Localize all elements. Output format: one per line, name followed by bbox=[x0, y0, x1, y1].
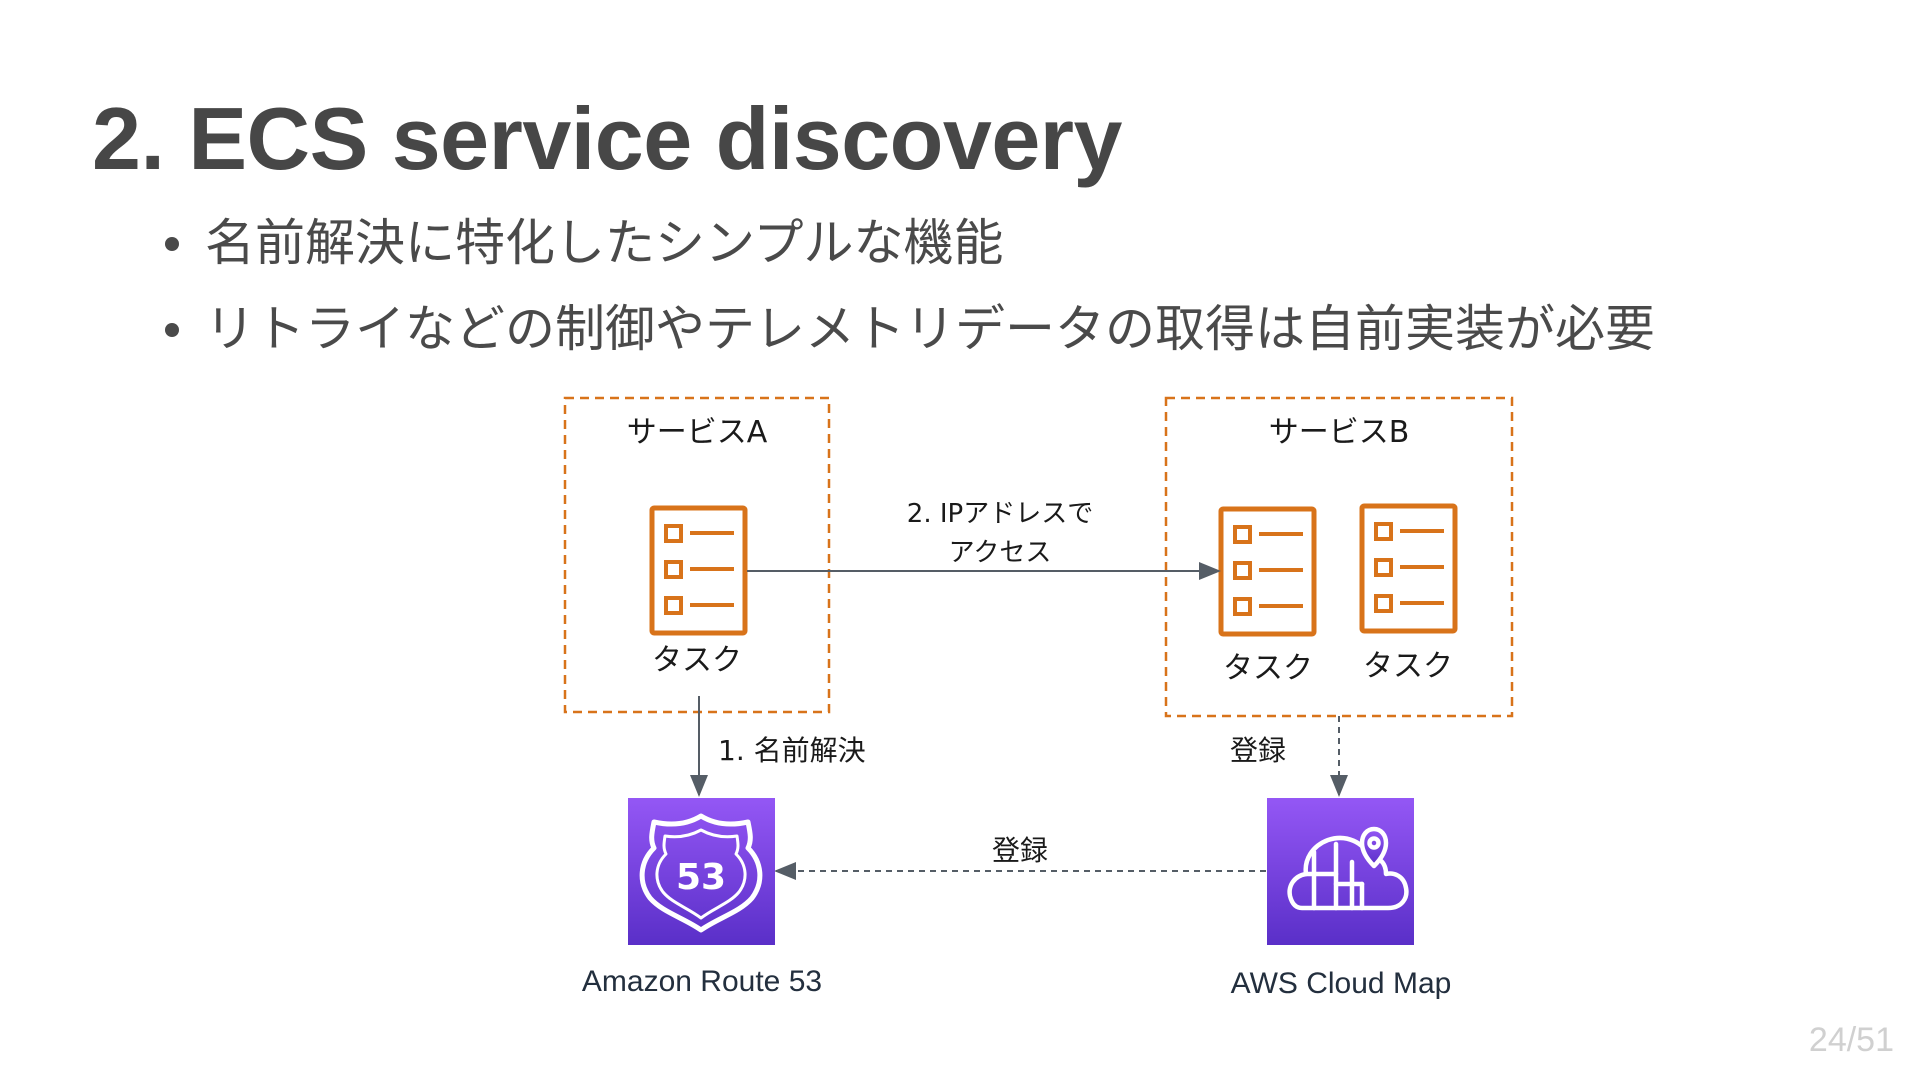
cloudmap-node: AWS Cloud Map bbox=[1231, 798, 1452, 1000]
route53-shield-icon: 53 bbox=[639, 813, 763, 933]
bullet-item: 名前解決に特化したシンプルな機能 bbox=[160, 210, 1655, 296]
task-label: タスク bbox=[1363, 649, 1453, 684]
service-a-group: サービスA タスク bbox=[563, 396, 831, 714]
bullet-text: 名前解決に特化したシンプルな機能 bbox=[205, 214, 1004, 272]
cloud-map-icon bbox=[1287, 826, 1409, 911]
access-label-line2: アクセス bbox=[949, 538, 1052, 568]
edge-register-route53: 登録 bbox=[774, 834, 1266, 880]
access-label-line1: 2. IPアドレスで bbox=[907, 499, 1093, 529]
task-icon bbox=[1359, 503, 1458, 634]
register-route53-label: 登録 bbox=[992, 834, 1048, 867]
service-b-group: サービスB タスク タスク bbox=[1164, 396, 1514, 718]
bullet-list: 名前解決に特化したシンプルな機能 リトライなどの制御やテレメトリデータの取得は自… bbox=[160, 210, 1655, 382]
bullet-text: リトライなどの制御やテレメトリデータの取得は自前実装が必要 bbox=[205, 300, 1655, 358]
service-b-boundary bbox=[1164, 396, 1514, 718]
resolve-label: 1. 名前解決 bbox=[718, 734, 866, 767]
task-icon bbox=[1218, 506, 1317, 637]
service-a-boundary bbox=[563, 396, 831, 714]
page-number: 24/51 bbox=[1808, 1021, 1894, 1059]
route53-node: 53 Amazon Route 53 bbox=[582, 798, 822, 998]
bullet-item: リトライなどの制御やテレメトリデータの取得は自前実装が必要 bbox=[160, 296, 1655, 382]
register-cloudmap-label: 登録 bbox=[1230, 734, 1286, 767]
cloudmap-label: AWS Cloud Map bbox=[1231, 967, 1452, 1000]
route53-badge-number: 53 bbox=[676, 857, 726, 898]
task-icon bbox=[649, 505, 748, 636]
edge-resolve: 1. 名前解決 bbox=[690, 696, 866, 797]
edge-access: 2. IPアドレスで アクセス bbox=[747, 499, 1221, 580]
bullet-dot bbox=[165, 323, 179, 337]
slide-title: 2. ECS service discovery bbox=[92, 89, 1123, 188]
bullet-dot bbox=[165, 237, 179, 251]
service-b-label: サービスB bbox=[1269, 415, 1410, 450]
service-a-label: サービスA bbox=[627, 415, 768, 450]
route53-label: Amazon Route 53 bbox=[582, 965, 822, 998]
task-label: タスク bbox=[1223, 651, 1313, 686]
edge-register-cloudmap: 登録 bbox=[1230, 716, 1348, 797]
task-label: タスク bbox=[652, 643, 742, 678]
